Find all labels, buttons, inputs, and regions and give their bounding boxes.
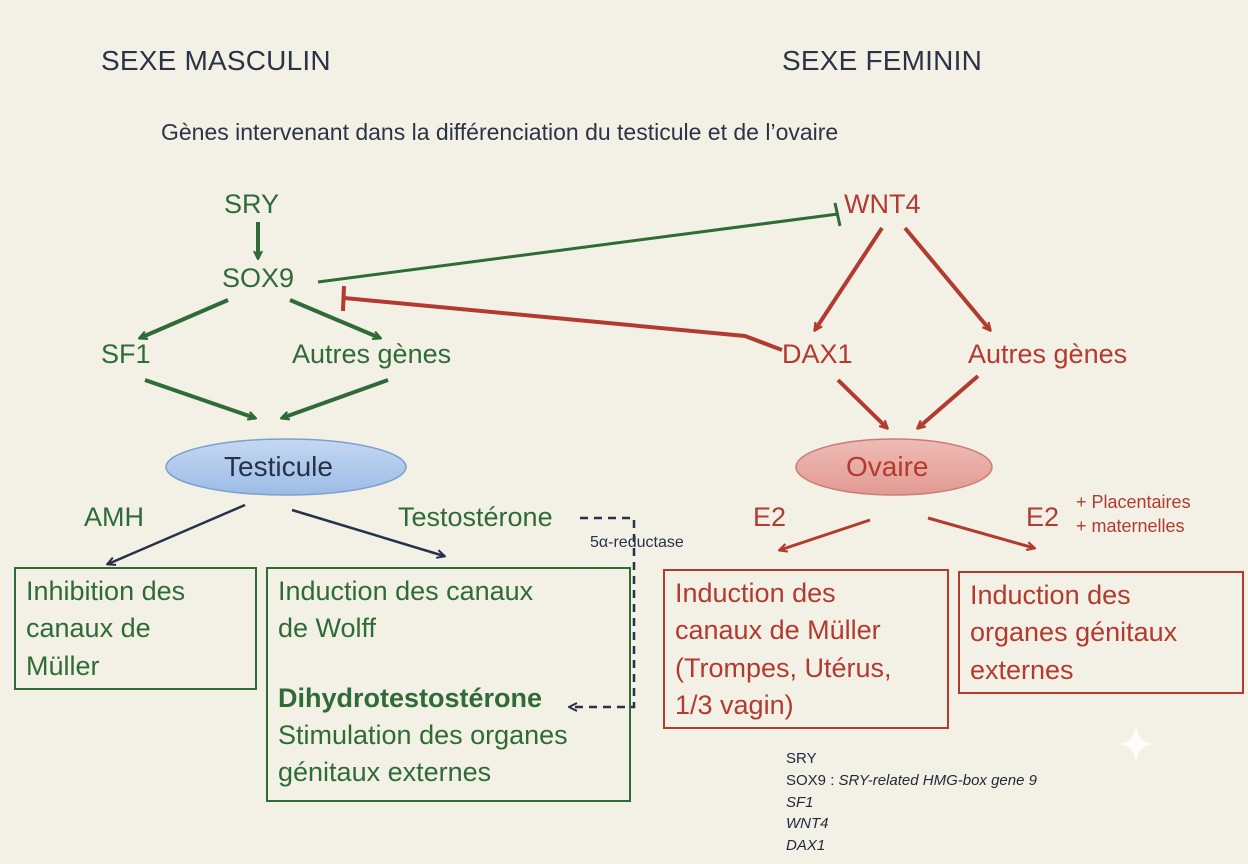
arrow-sox9-sf1 (140, 298, 229, 338)
inhibition-sox9-wnt4-bar (833, 202, 842, 227)
organ-testicule: Testicule (224, 451, 333, 482)
gene-other-female: Autres gènes (968, 339, 1128, 369)
box-induction-muller: Induction des canaux de Müller (Trompes,… (663, 569, 949, 729)
label-placental: + Placentaires (1076, 492, 1191, 512)
box-dht-line-2: génitaux externes (278, 757, 492, 787)
box-wolff-line-1: Induction des canaux (278, 576, 534, 606)
arrow-testicule-inhibition (108, 503, 246, 564)
box-inhibition-line-3: Müller (26, 650, 100, 681)
label-e2-right: E2 (1026, 502, 1060, 532)
subtitle: Gènes intervenant dans la différenciatio… (161, 119, 839, 145)
arrow-wnt4-other-genes (903, 226, 990, 330)
box-inhibition-line-1: Inhibition des (26, 576, 186, 606)
box-inhibition-muller: Inhibition des canaux de Müller (14, 567, 257, 690)
gene-other-male: Autres gènes (292, 339, 452, 369)
inhibition-dax1-sox9 (343, 296, 783, 352)
box-dht-line-1: Stimulation des organes (278, 719, 568, 750)
legend-dax1: DAX1 (786, 837, 826, 854)
label-maternal: + maternelles (1076, 516, 1185, 536)
gene-dax1: DAX1 (782, 339, 853, 369)
legend-sox9-name: SOX9 (786, 771, 827, 789)
label-testosterone: Testostérone (398, 502, 553, 532)
gene-wnt4: WNT4 (844, 189, 921, 219)
arrow-testicule-wolff (291, 508, 444, 556)
legend-sox9-sep: : (826, 771, 839, 789)
legend-sf1: SF1 (786, 793, 814, 811)
inhibition-sox9-wnt4 (317, 212, 839, 284)
arrow-other-genes-testicule (282, 378, 389, 418)
heading-male: SEXE MASCULIN (101, 45, 331, 76)
heading-female: SEXE FEMININ (782, 45, 982, 76)
testicule-ellipse (165, 438, 407, 496)
legend-sox9: SOX9 : SRY-related HMG-box gene 9 (786, 770, 1037, 792)
arrow-wnt4-dax1 (815, 226, 884, 330)
ovaire-ellipse (795, 438, 993, 496)
arrow-dax1-ovaire (836, 378, 887, 428)
arrow-sox9-other-genes (289, 298, 380, 338)
box-external-line-3: externes (970, 654, 1074, 685)
gene-sry: SRY (224, 189, 280, 219)
box-muller-line-1: Induction des (675, 578, 836, 608)
label-5a-reductase: 5α-reductase (590, 534, 684, 551)
box-wolff-line-2: de Wolff (278, 613, 377, 644)
arrow-sf1-testicule (144, 378, 255, 418)
inhibition-dax1-sox9-bar (341, 285, 346, 312)
legend: SRY SOX9 : SRY-related HMG-box gene 9 SF… (786, 748, 1037, 857)
box-external-line-1: Induction des (970, 580, 1131, 610)
box-inhibition-line-2: canaux de (26, 613, 151, 644)
box-external-line-2: organes génitaux (970, 617, 1178, 648)
arrow-ovaire-external (927, 516, 1034, 548)
box-dht-title: Dihydrotestostérone (278, 682, 543, 713)
arrow-ovaire-muller (780, 518, 871, 550)
arrow-other-genes-ovaire (918, 374, 980, 428)
box-muller-line-2: canaux de Müller (675, 615, 881, 646)
label-amh: AMH (84, 502, 144, 532)
gene-sf1: SF1 (101, 339, 151, 369)
box-muller-line-3: (Trompes, Utérus, (675, 652, 892, 683)
box-wolff-dht: Induction des canaux de Wolff Dihydrotes… (266, 567, 631, 802)
box-muller-line-4: 1/3 vagin) (675, 689, 794, 720)
gene-sox9: SOX9 (222, 263, 295, 293)
box-spacer (278, 648, 619, 680)
box-induction-external: Induction des organes génitaux externes (958, 571, 1244, 694)
legend-sox9-desc: SRY-related HMG-box gene 9 (838, 771, 1037, 789)
organ-ovaire: Ovaire (846, 451, 929, 482)
legend-sry: SRY (786, 750, 817, 767)
sparkle-icon (1118, 726, 1154, 762)
label-e2-left: E2 (753, 502, 787, 532)
legend-wnt4: WNT4 (786, 815, 829, 833)
